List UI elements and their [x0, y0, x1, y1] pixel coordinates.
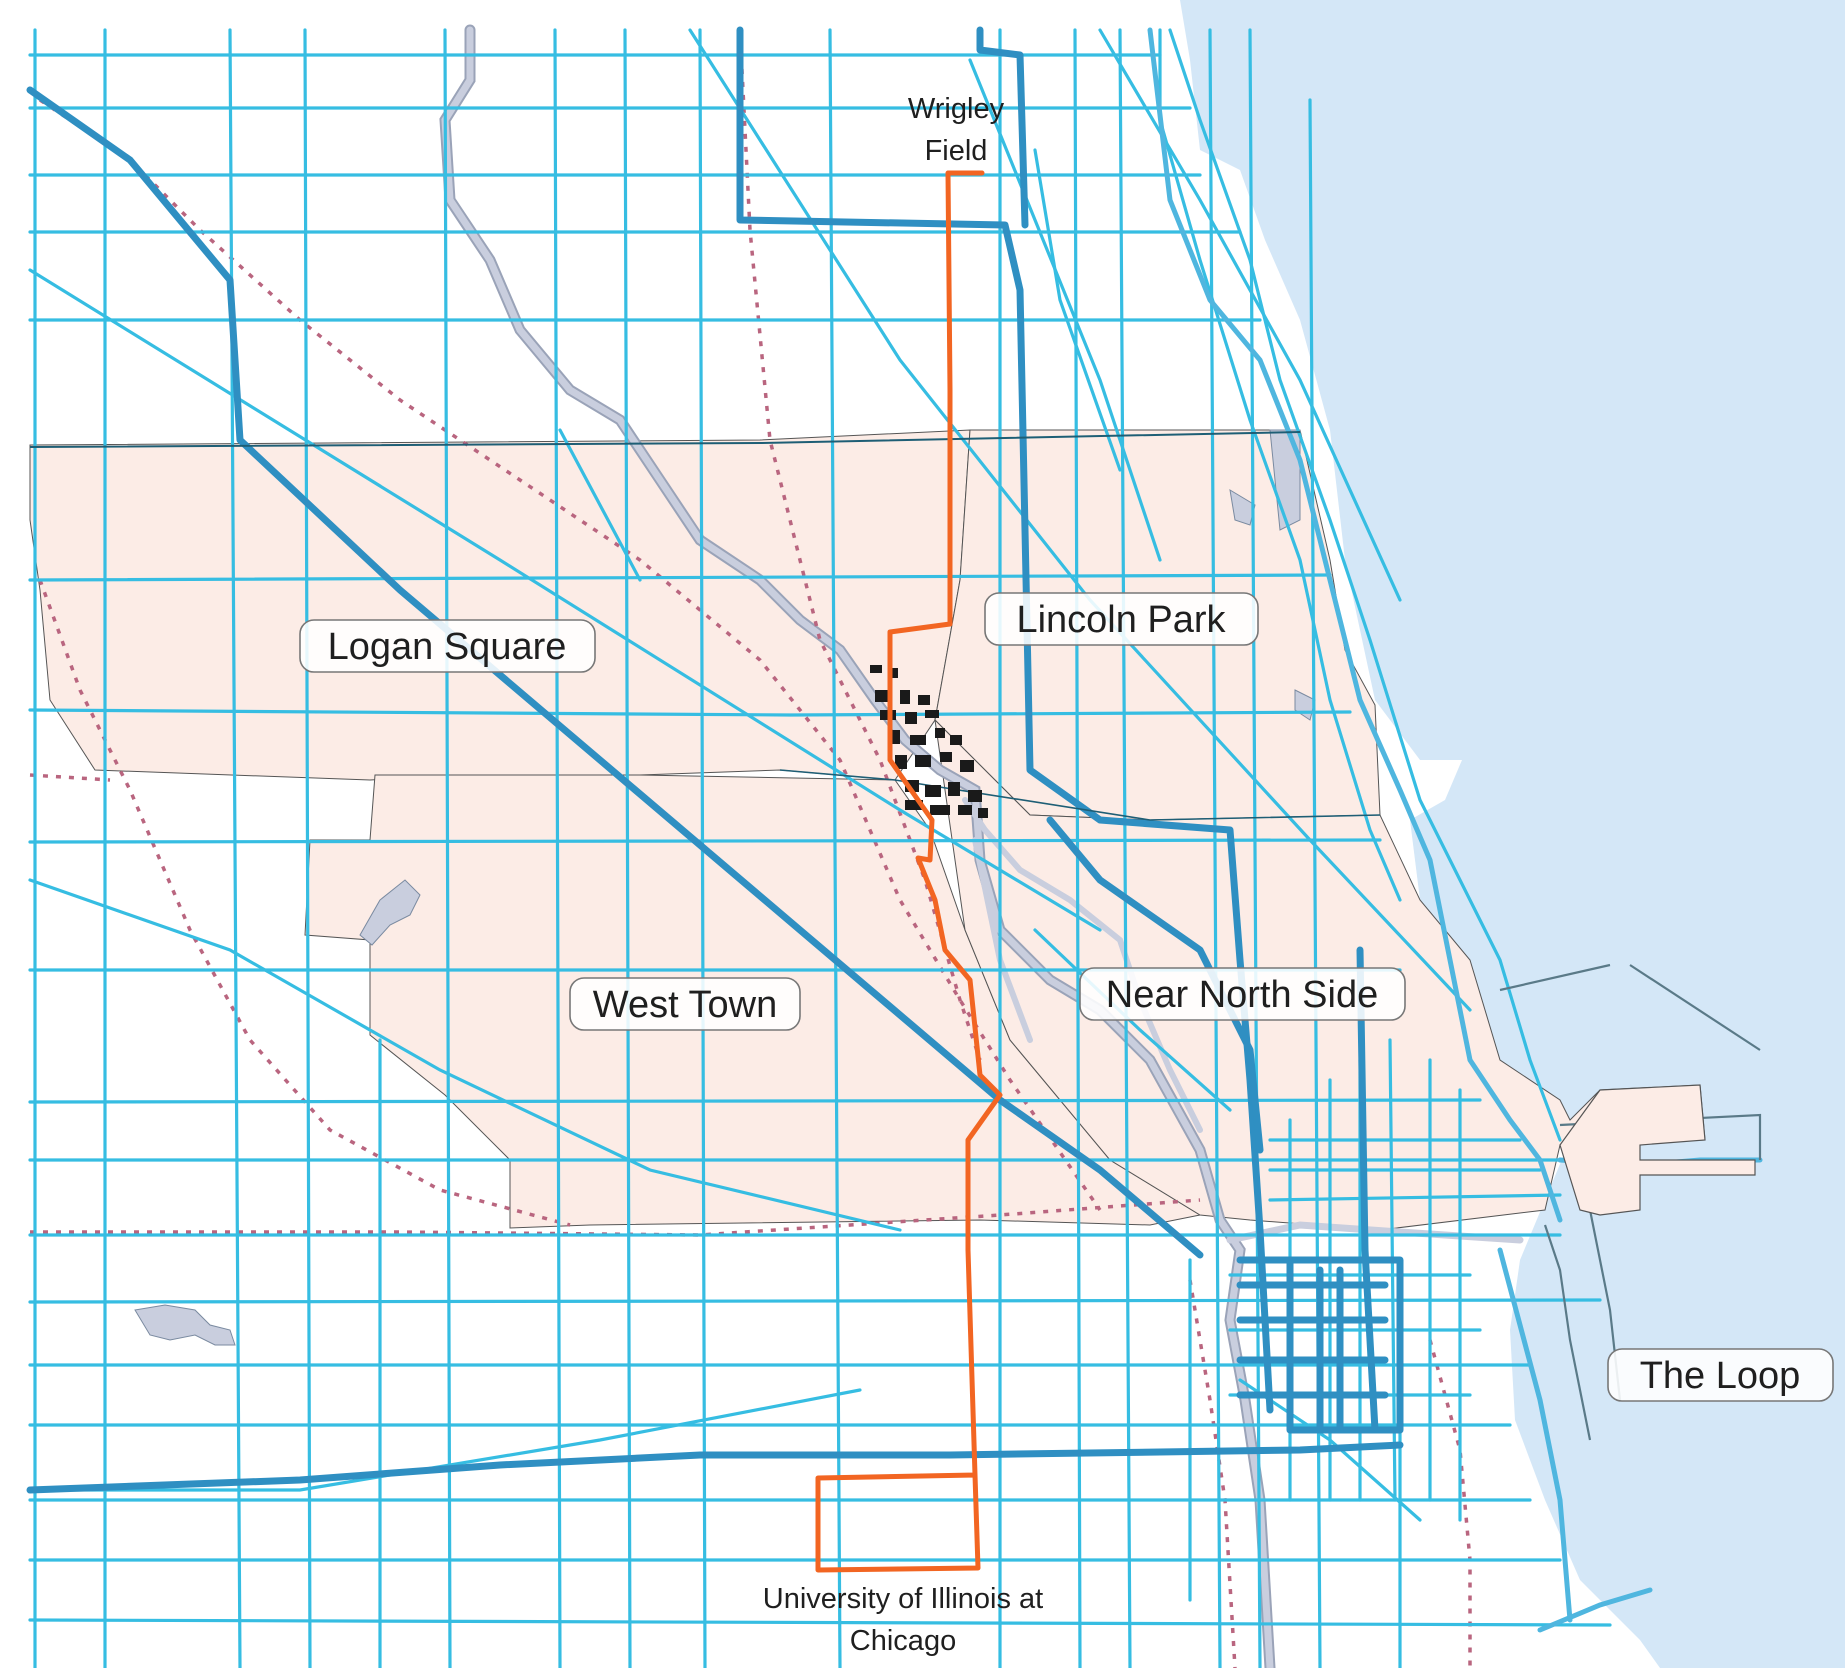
- orange-route-line: [815, 170, 1003, 1573]
- label-near-north-side-text: Near North Side: [1106, 974, 1378, 1016]
- label-wrigley-field-line1: Wrigley: [908, 93, 1005, 125]
- label-wrigley-field-line2: Field: [925, 135, 988, 167]
- label-lincoln-park-text: Lincoln Park: [1016, 599, 1226, 641]
- label-the-loop[interactable]: The Loop: [1607, 1348, 1834, 1402]
- label-lincoln-park[interactable]: Lincoln Park: [984, 592, 1259, 646]
- community-boundary-2: [779, 769, 1381, 821]
- label-uic-line1: University of Illinois at: [763, 1583, 1043, 1615]
- building-footprints-icon: [870, 665, 988, 818]
- label-logan-square-text: Logan Square: [328, 626, 567, 668]
- label-wrigley-field: Wrigley Field: [908, 93, 1005, 167]
- arterials: [26, 26, 1404, 1494]
- area-logan-square: [29, 429, 971, 781]
- community-boundary: [29, 431, 1301, 448]
- label-west-town-text: West Town: [593, 984, 777, 1026]
- label-near-north-side[interactable]: Near North Side: [1079, 967, 1406, 1021]
- navy-pier: [1559, 1084, 1756, 1216]
- label-west-town[interactable]: West Town: [569, 977, 801, 1031]
- label-uic: University of Illinois at Chicago: [763, 1583, 1043, 1657]
- label-the-loop-text: The Loop: [1640, 1355, 1801, 1397]
- label-uic-line2: Chicago: [850, 1625, 956, 1657]
- label-logan-square[interactable]: Logan Square: [299, 619, 596, 673]
